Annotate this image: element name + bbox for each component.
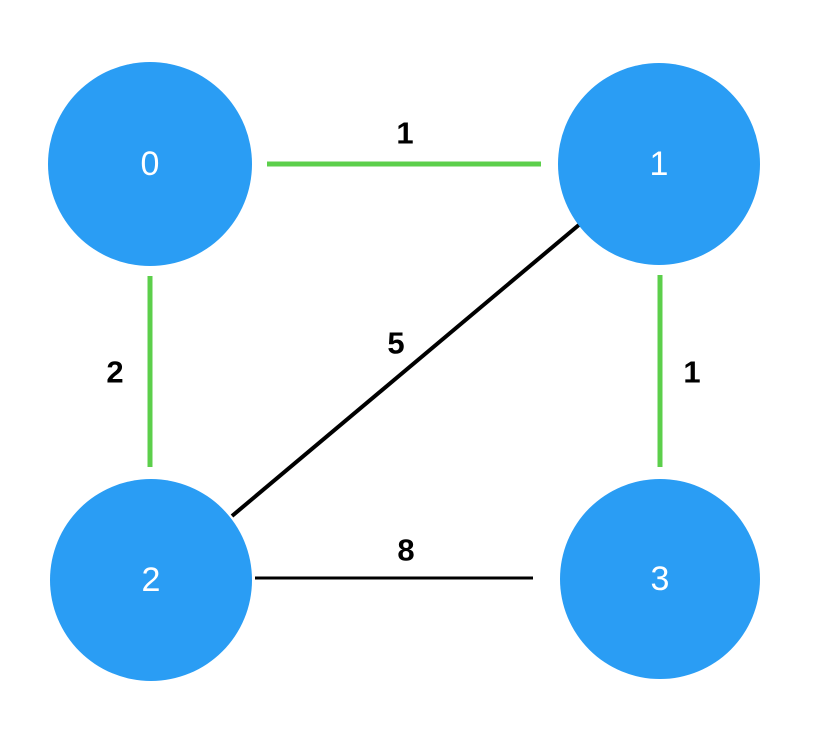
node-circle-3[interactable] [560, 479, 760, 679]
node-3[interactable]: 3 [560, 479, 760, 679]
node-0[interactable]: 0 [48, 62, 252, 266]
node-label-0: 0 [141, 145, 160, 183]
node-circle-2[interactable] [50, 479, 252, 681]
nodes-layer: 0 1 2 3 [48, 62, 760, 681]
node-circle-0[interactable] [48, 62, 252, 266]
node-2[interactable]: 2 [50, 479, 252, 681]
node-label-1: 1 [650, 145, 669, 183]
edge-labels-layer: 1 2 1 5 8 [106, 116, 700, 568]
edge-weight-label-2-1: 5 [387, 326, 404, 361]
node-label-2: 2 [142, 561, 161, 599]
node-1[interactable]: 1 [558, 63, 760, 265]
edge-weight-label-2-3: 8 [397, 533, 414, 568]
node-circle-1[interactable] [558, 63, 760, 265]
edge-2-1[interactable] [230, 222, 582, 518]
edges-layer [147, 161, 663, 580]
node-label-3: 3 [651, 560, 670, 598]
edge-weight-label-0-2: 2 [106, 355, 123, 390]
edge-weight-label-0-1: 1 [396, 116, 413, 151]
edge-weight-label-1-3: 1 [683, 355, 700, 390]
